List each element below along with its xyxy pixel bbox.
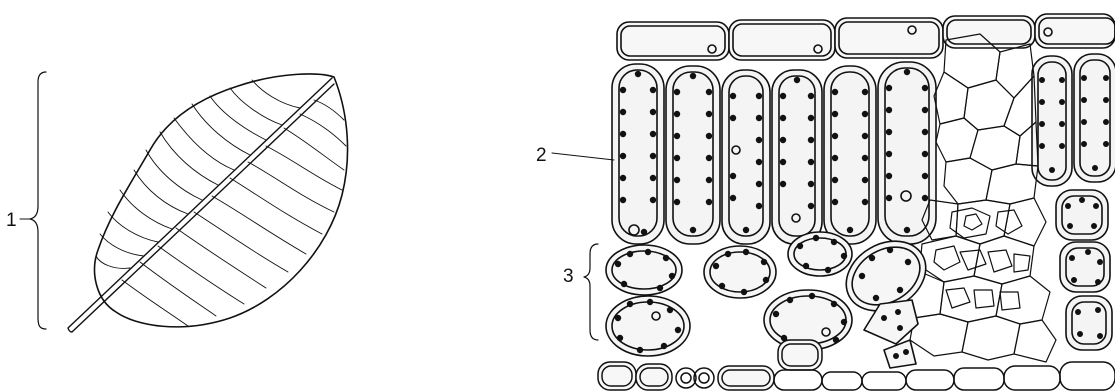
label-2: 2 <box>536 145 547 166</box>
cross-section: 2 3 <box>536 14 1115 390</box>
upper-epidermis <box>617 14 1115 60</box>
label-2-leader <box>552 153 614 160</box>
leaf-figure: 1 <box>6 72 348 332</box>
label-1: 1 <box>6 210 17 231</box>
palisade-tissue <box>612 54 1115 244</box>
leaf-veins <box>96 80 346 326</box>
leaf-bracket <box>30 72 46 329</box>
right-columns <box>1056 190 1112 350</box>
spongy-bracket <box>584 244 598 340</box>
label-3: 3 <box>563 266 574 287</box>
